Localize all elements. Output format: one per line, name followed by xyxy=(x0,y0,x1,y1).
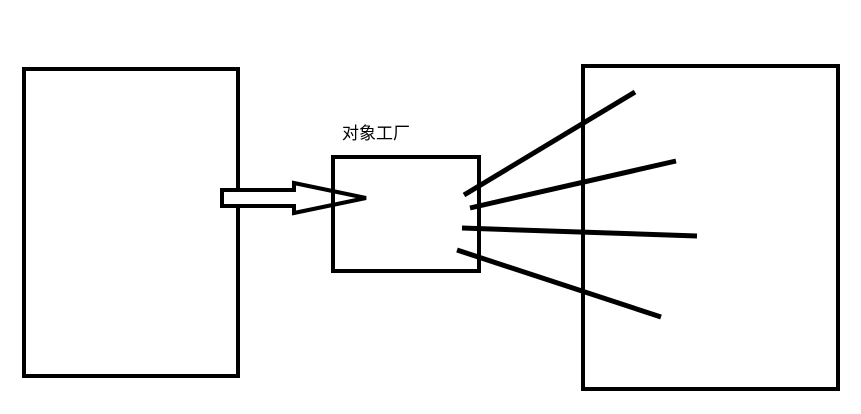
output-line-1 xyxy=(462,89,637,198)
source-box xyxy=(22,67,240,378)
output-line-3 xyxy=(461,225,698,239)
output-line-2 xyxy=(469,158,677,211)
factory-label: 对象工厂 xyxy=(342,124,410,144)
products-box xyxy=(581,64,840,391)
output-line-4 xyxy=(456,247,662,320)
factory-box xyxy=(331,155,481,273)
input-arrow xyxy=(220,180,367,216)
